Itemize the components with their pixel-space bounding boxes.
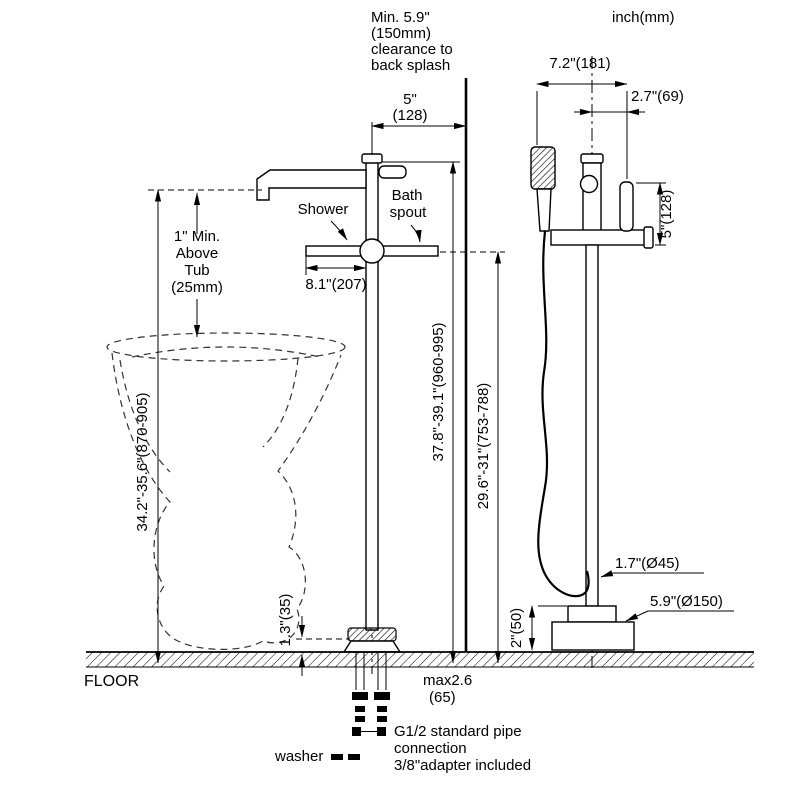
clearance-note-line4: back splash (371, 57, 450, 74)
floor-label: FLOOR (84, 673, 139, 690)
dim-wall-gap-in: 5" (403, 91, 417, 108)
floor-hatch (86, 652, 754, 667)
tub-rim-inner (131, 346, 321, 358)
dimension-base-diameter: 5.9"(Ø150) (625, 593, 734, 622)
units-note: inch(mm) (612, 9, 675, 26)
dim-spout-reach: 8.1"(207) (305, 276, 366, 293)
dimension-spout-reach: 8.1"(207) (305, 256, 367, 293)
spout-arm (256, 169, 367, 201)
dim-handle-length: 5"(128) (658, 190, 675, 239)
pipe-connector-right (374, 692, 390, 700)
legend-pipe-symbol (352, 727, 361, 736)
bath-spout-label-2: spout (390, 204, 428, 221)
diverter-knob (359, 238, 385, 264)
faucet-column (365, 161, 379, 631)
dimension-spout-height: 29.6"-31"(753-788) (440, 251, 505, 664)
clearance-note-line2: (150mm) (371, 25, 431, 42)
legend-washer-label: washer (274, 748, 323, 765)
dimension-handle-length: 5"(128) (636, 182, 675, 246)
riser-column (585, 244, 599, 607)
dimension-column-diameter: 1.7"(Ø45) (600, 555, 704, 578)
dimension-spread: 7.2"(181) (536, 55, 628, 179)
faucet-front-view (530, 56, 654, 668)
shower-callout: Shower (298, 201, 349, 241)
base-foot (342, 640, 402, 653)
dimension-tub-height: 34.2"-35.6"(870-905) (134, 189, 162, 664)
bath-spout-callout: Bath spout (390, 187, 428, 243)
handshower-head (530, 146, 556, 190)
legend: G1/2 standard pipe connection washer 3/8… (274, 723, 531, 774)
right-top-cap (580, 153, 604, 164)
above-tub-line3: Tub (184, 262, 209, 279)
bath-spout-arrow (410, 224, 422, 243)
dim-spout-height: 29.6"-31"(753-788) (475, 383, 492, 510)
bath-spout-label-1: Bath (392, 187, 423, 204)
tub-body (111, 352, 342, 650)
shower-arrow (330, 220, 348, 241)
base-flange (347, 627, 397, 642)
dim-base-diameter: 5.9"(Ø150) (650, 593, 723, 610)
tub-rim (106, 332, 346, 362)
handshower-grip (536, 188, 552, 232)
floor: FLOOR (84, 651, 754, 690)
legend-adapter-label: 3/8"adapter included (394, 757, 531, 774)
dim-tub-height: 34.2"-35.6"(870-905) (134, 392, 151, 531)
dim-below-floor-line1: max2.6 (423, 672, 472, 689)
dim-spread: 7.2"(181) (549, 55, 610, 72)
dimension-base-height-right: 2"(50) (508, 605, 567, 651)
tub-inner-wall-right (262, 357, 299, 448)
valve-body (582, 162, 602, 234)
lever-handle (619, 181, 634, 232)
faucet-top-cap (361, 153, 383, 164)
above-tub-line1: 1" Min. (174, 228, 220, 245)
legend-pipe-label-1: G1/2 standard pipe (394, 723, 522, 740)
above-tub-line2: Above (176, 245, 219, 262)
temperature-handle (378, 165, 407, 179)
faucet-side-view (256, 138, 439, 722)
legend-washer-symbol (331, 754, 343, 760)
legend-pipe-label-2: connection (394, 740, 467, 757)
cross-arm-end-cap (643, 226, 654, 249)
dimension-handle-offset: 2.7"(69) (574, 88, 684, 116)
base-step-lower (551, 621, 635, 651)
dim-base-height-left: 1.3"(35) (277, 594, 294, 647)
dimension-above-tub: 1" Min. Above Tub (25mm) (148, 189, 262, 338)
dim-column-diameter: 1.7"(Ø45) (615, 555, 680, 572)
base-step-upper (567, 605, 617, 623)
shower-label: Shower (298, 201, 349, 218)
cross-arm (550, 229, 649, 246)
clearance-note: Min. 5.9" (150mm) clearance to back spla… (371, 9, 453, 74)
diverter-button (579, 174, 599, 194)
dimension-total-height: 37.8"-39.1"(960-995) (382, 161, 460, 664)
clearance-note-line1: Min. 5.9" (371, 9, 430, 26)
pipe-connector-left (352, 692, 368, 700)
dim-wall-gap-mm: (128) (392, 107, 427, 124)
dim-base-height-right: 2"(50) (508, 608, 525, 648)
clearance-note-line3: clearance to (371, 41, 453, 58)
dim-below-floor-line2: (65) (429, 689, 456, 706)
dim-total-height: 37.8"-39.1"(960-995) (430, 322, 447, 461)
bathtub-outline (106, 332, 346, 650)
dimension-below-floor: max2.6 (65) (423, 672, 472, 706)
shower-hose (537, 230, 590, 598)
dim-handle-offset: 2.7"(69) (631, 88, 684, 105)
above-tub-line4: (25mm) (171, 279, 223, 296)
dimension-wall-gap: 5" (128) (371, 91, 467, 155)
tub-inner-wall-left (119, 359, 171, 473)
